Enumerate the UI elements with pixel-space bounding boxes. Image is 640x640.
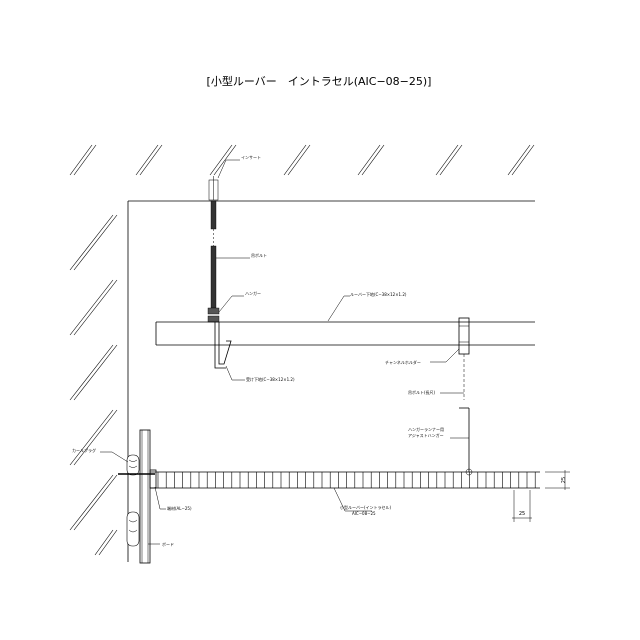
label-hanging-bolt: 吊ボルト [216, 252, 267, 259]
wall-hatch-line [73, 344, 118, 401]
hanging-bolt [207, 200, 220, 323]
slab-hatch-line [287, 144, 311, 176]
label-insert: インサート [217, 155, 261, 179]
label-board: ボード [148, 541, 174, 547]
label-louver-spec: 小型ルーバー(イントラセル) AIC−08−25 [333, 487, 392, 516]
svg-text:25: 25 [561, 477, 567, 483]
wall-hatch-line [69, 214, 114, 271]
svg-text:チャンネルホルダー: チャンネルホルダー [385, 359, 421, 365]
slab-hatch-line [209, 144, 233, 176]
drawing-title: [小型ルーバー イントラセル(AIC−08−25)] [207, 74, 432, 88]
svg-text:吊ボルト: 吊ボルト [251, 252, 267, 258]
label-hanging-bolt-long: 吊ボルト(長尺) [408, 389, 464, 395]
louver-cells [157, 472, 536, 488]
svg-text:AIC−08−25: AIC−08−25 [352, 511, 376, 516]
svg-text:アジャストハンガー: アジャストハンガー [408, 432, 444, 438]
slab-hatch-line [507, 144, 531, 176]
svg-text:吊ボルト(長尺): 吊ボルト(長尺) [408, 389, 436, 395]
wall-hatch-line [69, 279, 114, 336]
svg-text:カールプラグ: カールプラグ [72, 447, 96, 453]
svg-text:ハンガーランナー用: ハンガーランナー用 [408, 426, 444, 432]
wall-hatch-line [73, 474, 118, 531]
svg-text:小型ルーバー(イントラセル): 小型ルーバー(イントラセル) [340, 504, 392, 510]
slab-hatching [69, 144, 535, 176]
slab-hatch-line [439, 144, 463, 176]
slab-hatch-line [69, 144, 93, 176]
slab-hatch-line [213, 144, 237, 176]
label-hanger: ハンガー [218, 290, 261, 313]
board-wall [139, 429, 151, 564]
wall-hatch-line [69, 344, 114, 401]
plug-lower [126, 511, 140, 547]
svg-text:25: 25 [519, 511, 525, 517]
slab-hatch-line [135, 144, 159, 176]
label-plug: カールプラグ [72, 447, 129, 463]
svg-text:受け下地(C−38×12×1.2): 受け下地(C−38×12×1.2) [246, 376, 295, 382]
plug-upper [126, 454, 140, 476]
wall-hatch-line [94, 529, 114, 556]
label-channel-holder: チャンネルホルダー [385, 348, 460, 365]
channel-holder [458, 317, 470, 400]
wall-hatch-line [73, 214, 118, 271]
louver-receiver-channel [155, 321, 535, 346]
label-adjust-hanger: ハンガーランナー用 アジャストハンガー [408, 426, 469, 439]
svg-text:ルーバー下地(C−38×12×1.2): ルーバー下地(C−38×12×1.2) [350, 291, 407, 297]
wall-hatching [69, 214, 118, 556]
insert-anchor [208, 176, 219, 201]
wall-hatch-line [69, 474, 114, 531]
label-louver-receiver: ルーバー下地(C−38×12×1.2) [327, 291, 407, 322]
wall-hatch-line [69, 409, 114, 466]
label-rail-receiver: 受け下地(C−38×12×1.2) [225, 365, 295, 382]
height-dimension: 25 [545, 470, 570, 490]
slab-hatch-line [283, 144, 307, 176]
wall-hatch-line [98, 529, 118, 556]
width-dimension: 25 [512, 490, 532, 522]
wall-hatch-line [73, 279, 118, 336]
slab-hatch-line [511, 144, 535, 176]
slab-hatch-line [435, 144, 459, 176]
hanger-bracket [214, 322, 232, 369]
svg-text:インサート: インサート [241, 155, 261, 160]
label-edge-trim: 端材(AL−25) [154, 486, 192, 511]
slab-hatch-line [361, 144, 385, 176]
svg-text:ハンガー: ハンガー [245, 290, 261, 296]
slab-hatch-line [139, 144, 163, 176]
svg-text:ボード: ボード [162, 541, 174, 547]
slab-hatch-line [73, 144, 97, 176]
wall-hatch-line [73, 409, 118, 466]
slab-hatch-line [357, 144, 381, 176]
svg-text:端材(AL−25): 端材(AL−25) [167, 505, 192, 511]
adjust-hanger [459, 407, 473, 476]
